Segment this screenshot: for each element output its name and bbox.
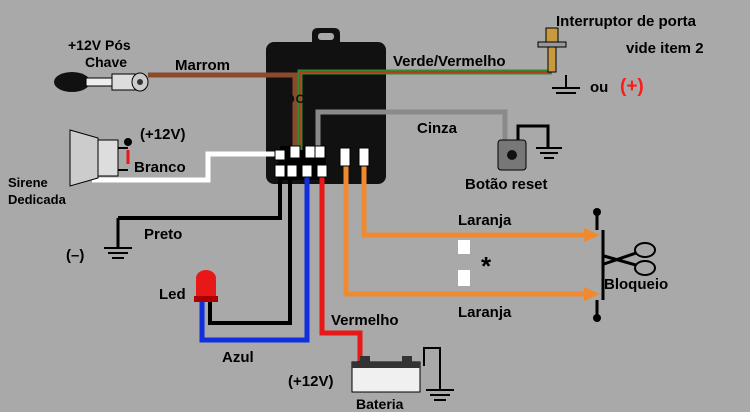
siren-label-line2: Dedicada <box>8 192 66 207</box>
module-name: LOOK-OUT <box>277 92 349 106</box>
wire-cinza <box>315 109 508 150</box>
door-switch-icon <box>537 27 567 73</box>
block-label: Bloqueio <box>604 276 669 293</box>
ignition-label-line1: +12V Pós <box>68 37 131 53</box>
led-label: Led <box>159 286 186 303</box>
wire-marrom <box>148 72 298 150</box>
wire-label-cinza: Cinza <box>417 120 458 137</box>
reset-label: Botão reset <box>465 176 548 193</box>
jumper-dashes <box>458 240 470 286</box>
wire-laranja-1 <box>361 166 588 238</box>
door-or-label: ou <box>590 79 609 96</box>
ground-label: (–) <box>66 247 85 264</box>
wire-preto <box>118 160 282 220</box>
ground-icon-door <box>552 75 580 94</box>
door-switch-label-line2: vide item 2 <box>626 40 704 57</box>
connector-pins <box>274 145 370 178</box>
siren-label-line1: Sirene <box>8 175 48 190</box>
battery-plus-label: (+12V) <box>288 373 334 390</box>
battery-icon <box>351 356 421 393</box>
block-relay-icon <box>593 208 605 322</box>
wire-label-branco: Branco <box>134 159 186 176</box>
wire-label-azul: Azul <box>222 349 254 366</box>
wire-label-vermelho: Vermelho <box>331 312 399 329</box>
door-plus-label: (+) <box>620 76 644 97</box>
wire-led-preto <box>208 180 292 325</box>
wire-branco <box>92 151 283 183</box>
wire-vermelho <box>319 172 363 362</box>
ignition-key-icon <box>54 72 149 92</box>
ignition-label-line2: Chave <box>85 54 128 70</box>
battery-label: Bateria <box>356 396 404 412</box>
wire-laranja-2 <box>343 166 588 297</box>
ground-icon-reset <box>516 124 562 159</box>
asterisk-label: * <box>481 251 492 281</box>
wire-azul <box>199 172 310 343</box>
ground-icon-battery <box>423 347 454 401</box>
wire-label-laranja-1: Laranja <box>458 212 512 229</box>
wire-label-verde-vermelho: Verde/Vermelho <box>393 53 506 70</box>
siren-icon <box>69 129 132 187</box>
scissors-icon <box>603 242 656 276</box>
wire-label-preto: Preto <box>144 226 183 243</box>
ground-icon-preto <box>104 247 132 259</box>
door-switch-label-line1: Interruptor de porta <box>556 13 697 30</box>
led-icon <box>194 270 218 302</box>
reset-button-icon <box>497 139 527 171</box>
siren-plus-label: (+12V) <box>140 126 186 143</box>
wire-label-marrom: Marrom <box>175 57 231 74</box>
wire-label-laranja-2: Laranja <box>458 304 512 321</box>
